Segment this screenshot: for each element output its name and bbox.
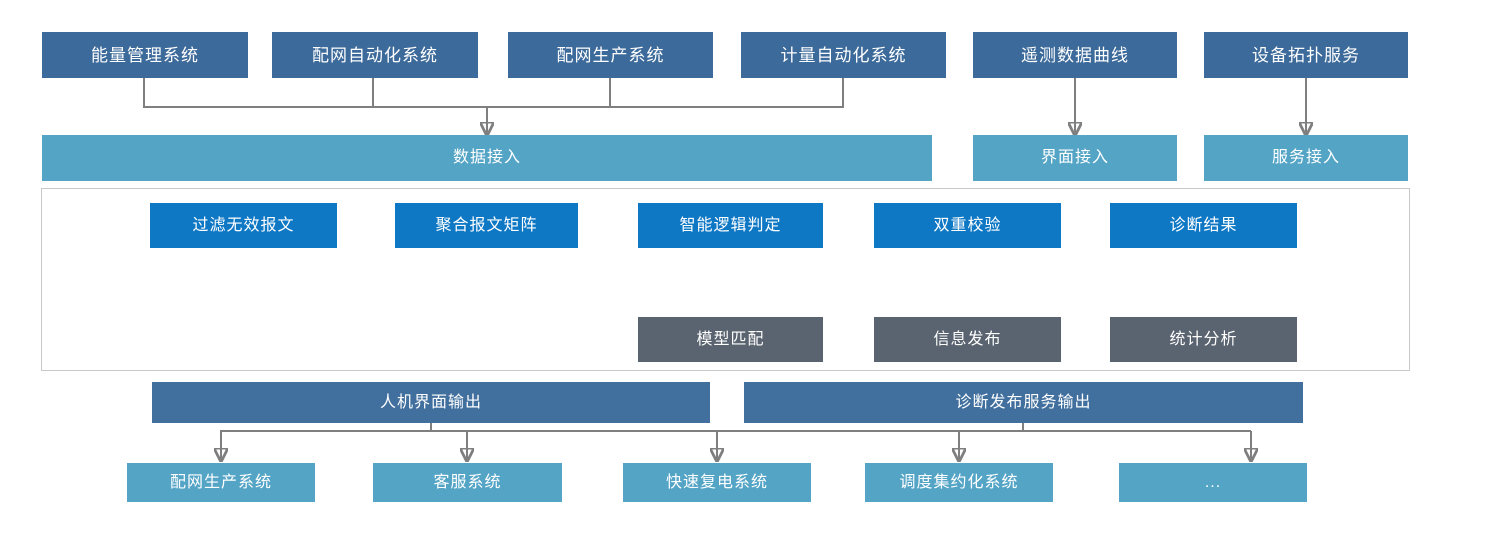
access-bar-data: 数据接入 — [42, 135, 932, 181]
consumer-box-distribution-production: 配网生产系统 — [127, 463, 315, 502]
output-bar-diagnosis-service: 诊断发布服务输出 — [744, 382, 1303, 423]
source-box-energy-management: 能量管理系统 — [42, 32, 248, 78]
source-box-device-topology: 设备拓扑服务 — [1204, 32, 1408, 78]
pipeline-box-logic-judgment: 智能逻辑判定 — [638, 203, 823, 248]
consumer-box-dispatch-intensive: 调度集约化系统 — [865, 463, 1053, 502]
source-to-ui-access-connector — [1075, 78, 1306, 134]
pipeline-box-double-check: 双重校验 — [874, 203, 1061, 248]
consumer-box-more: ... — [1119, 463, 1307, 502]
source-box-distribution-production: 配网生产系统 — [508, 32, 713, 78]
analysis-box-model-matching: 模型匹配 — [638, 317, 823, 362]
source-box-metering-automation: 计量自动化系统 — [741, 32, 946, 78]
pipeline-box-aggregate-matrix: 聚合报文矩阵 — [395, 203, 578, 248]
pipeline-box-filter-invalid: 过滤无效报文 — [150, 203, 337, 248]
consumer-box-customer-service: 客服系统 — [373, 463, 562, 502]
sources-to-data-access-connector — [143, 78, 844, 134]
source-box-telemetry-curve: 遥测数据曲线 — [973, 32, 1177, 78]
access-bar-service: 服务接入 — [1204, 135, 1408, 181]
consumer-box-rapid-restoration: 快速复电系统 — [623, 463, 811, 502]
analysis-box-info-publishing: 信息发布 — [874, 317, 1061, 362]
analysis-box-statistics: 统计分析 — [1110, 317, 1297, 362]
source-box-distribution-automation: 配网自动化系统 — [272, 32, 478, 78]
outputs-to-consumers-connector — [220, 423, 1251, 460]
access-bar-ui: 界面接入 — [973, 135, 1177, 181]
output-bar-hmi: 人机界面输出 — [152, 382, 710, 423]
pipeline-box-diagnosis-result: 诊断结果 — [1110, 203, 1297, 248]
